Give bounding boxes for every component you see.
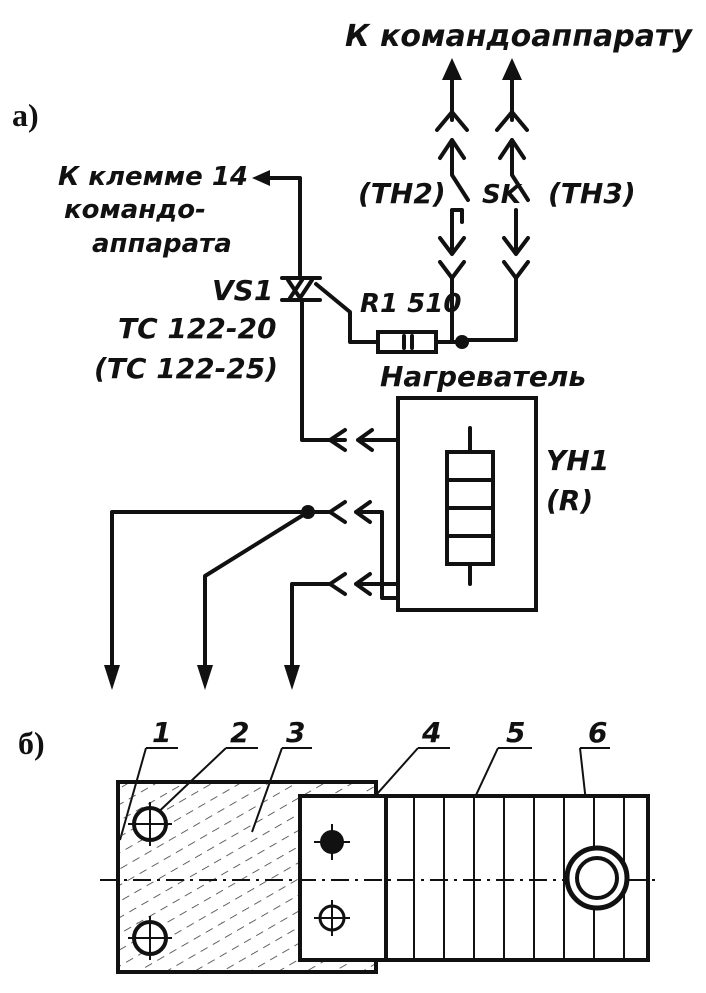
heater-connector-1 bbox=[328, 428, 400, 452]
terminal-14-arrow bbox=[252, 170, 302, 277]
sensor-bushing bbox=[564, 845, 630, 911]
terminal-label-line3: аппарата bbox=[92, 229, 232, 259]
connector-top-left bbox=[435, 110, 470, 202]
connector-lower-right bbox=[460, 208, 530, 342]
heater-ref-label: YH1 bbox=[546, 444, 609, 477]
terminal-label-line2: командо- bbox=[64, 195, 206, 225]
heater-connector-3 bbox=[328, 572, 400, 596]
thyristor-vs1-symbol bbox=[280, 276, 380, 442]
lead-wires bbox=[104, 505, 332, 690]
fixing-screw-bottom bbox=[314, 900, 350, 936]
mounting-hole-bottom bbox=[128, 916, 172, 960]
svg-text:3: 3 bbox=[286, 716, 305, 749]
sensor-th2-label: (ТН2) bbox=[358, 177, 446, 210]
svg-text:6: 6 bbox=[588, 716, 607, 749]
section-b-label: б) bbox=[18, 725, 45, 761]
thyristor-name: VS1 bbox=[212, 274, 273, 307]
terminal-label-line1: К клемме 14 bbox=[58, 162, 248, 192]
thyristor-alt-type: (ТС 122-25) bbox=[94, 352, 278, 385]
connector-lower-left bbox=[438, 208, 466, 342]
to-controller-label: К командоаппарату bbox=[345, 19, 693, 54]
thyristor-type: ТС 122-20 bbox=[118, 312, 276, 345]
section-a-label: а) bbox=[12, 97, 39, 133]
sensor-th3-label: (ТН3) bbox=[548, 177, 636, 210]
mounting-hole-top bbox=[128, 802, 172, 846]
resistor-r1-label: R1 510 bbox=[360, 289, 461, 319]
heater-yh1-body bbox=[396, 396, 538, 612]
fixing-screw-top bbox=[314, 824, 350, 860]
connector-top-right bbox=[495, 110, 530, 202]
resistor-r1-symbol bbox=[376, 330, 469, 354]
switch-sk-label: SK bbox=[482, 180, 523, 210]
svg-text:2: 2 bbox=[230, 716, 249, 749]
svg-text:5: 5 bbox=[506, 716, 525, 749]
svg-text:4: 4 bbox=[421, 716, 441, 749]
heater-resistance-label: (R) bbox=[546, 484, 593, 517]
svg-text:1: 1 bbox=[152, 716, 171, 749]
heater-title: Нагреватель bbox=[380, 360, 586, 393]
